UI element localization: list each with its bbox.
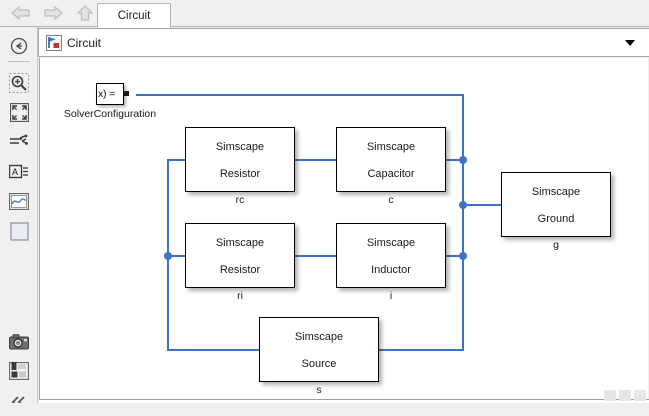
- wire-rc-to-c: [294, 159, 346, 161]
- layout-icon[interactable]: [9, 361, 29, 381]
- camera-icon[interactable]: [9, 332, 29, 352]
- forward-arrow-icon[interactable]: [40, 2, 66, 24]
- junction-dot: [459, 156, 467, 164]
- back-arrow-icon[interactable]: [8, 2, 34, 24]
- fit-to-view-icon[interactable]: [9, 102, 29, 122]
- resize-grip[interactable]: [604, 390, 646, 401]
- block-type-label: Resistor: [219, 263, 261, 276]
- annotation-icon[interactable]: A: [9, 162, 29, 182]
- block-label-rc: rc: [235, 194, 245, 206]
- model-canvas[interactable]: x) = SolverConfiguration Simscape Resist…: [39, 58, 648, 399]
- block-rc-resistor[interactable]: Simscape Resistor: [185, 127, 295, 192]
- back-circle-icon[interactable]: [9, 36, 29, 56]
- signal-lines-icon[interactable]: [9, 132, 29, 152]
- wire-ri-to-i: [294, 255, 346, 257]
- block-g-ground[interactable]: Simscape Ground: [501, 172, 611, 237]
- wire-c-to-bus: [446, 159, 464, 161]
- wire-solver-to-bus: [136, 94, 464, 96]
- block-library-label: Simscape: [215, 140, 265, 153]
- block-type-label: Ground: [537, 212, 575, 225]
- wire-leftbus-to-source: [167, 349, 259, 351]
- wire-right-bus: [462, 94, 464, 351]
- wire-source-to-bus: [379, 349, 464, 351]
- solver-port: [124, 91, 129, 96]
- block-label-s: s: [316, 384, 322, 396]
- junction-dot: [164, 252, 172, 260]
- canvas-bottom-edge: [39, 399, 649, 403]
- block-type-label: Source: [301, 357, 337, 370]
- block-c-capacitor[interactable]: Simscape Capacitor: [336, 127, 446, 192]
- block-library-label: Simscape: [366, 140, 416, 153]
- junction-dot: [459, 201, 467, 209]
- junction-dot: [459, 252, 467, 260]
- navigation-buttons: [8, 2, 98, 24]
- block-type-label: Capacitor: [367, 167, 415, 180]
- up-arrow-icon[interactable]: [72, 2, 98, 24]
- wire-leftbus-to-rc: [167, 159, 185, 161]
- block-s-source[interactable]: Simscape Source: [259, 317, 379, 382]
- block-library-label: Simscape: [531, 185, 581, 198]
- block-type-label: Inductor: [371, 263, 411, 276]
- breadcrumb-bar[interactable]: Circuit: [38, 28, 649, 57]
- block-label-ri: ri: [237, 290, 243, 302]
- solver-block-text: x) =: [98, 88, 115, 100]
- block-label-c: c: [388, 194, 394, 206]
- blank-block-icon[interactable]: [9, 221, 29, 241]
- block-ri-resistor[interactable]: Simscape Resistor: [185, 223, 295, 288]
- block-i-inductor[interactable]: Simscape Inductor: [336, 223, 446, 288]
- tool-rail: A: [0, 27, 38, 416]
- simulink-model-icon: [46, 34, 62, 51]
- wire-leftbus-to-ri: [167, 255, 185, 257]
- block-label-i: i: [389, 290, 393, 302]
- block-solver-configuration[interactable]: x) =: [96, 83, 124, 105]
- block-library-label: Simscape: [366, 236, 416, 249]
- zoom-in-icon[interactable]: [9, 73, 29, 93]
- wire-i-to-bus: [446, 255, 464, 257]
- rail-divider: [8, 61, 30, 62]
- block-label-g: g: [553, 239, 559, 251]
- block-library-label: Simscape: [215, 236, 265, 249]
- block-library-label: Simscape: [294, 330, 344, 343]
- bottom-bar: [0, 403, 649, 416]
- scope-icon[interactable]: [9, 191, 29, 211]
- block-type-label: Resistor: [219, 167, 261, 180]
- chevron-down-icon[interactable]: [625, 39, 635, 46]
- breadcrumb-label: Circuit: [67, 35, 102, 50]
- svg-text:A: A: [12, 167, 18, 177]
- tab-circuit[interactable]: Circuit: [97, 3, 171, 28]
- tab-bar: Circuit: [0, 0, 649, 28]
- block-label-solver: SolverConfiguration: [63, 108, 157, 120]
- wire-bus-to-ground: [462, 204, 502, 206]
- tab-label: Circuit: [117, 9, 151, 22]
